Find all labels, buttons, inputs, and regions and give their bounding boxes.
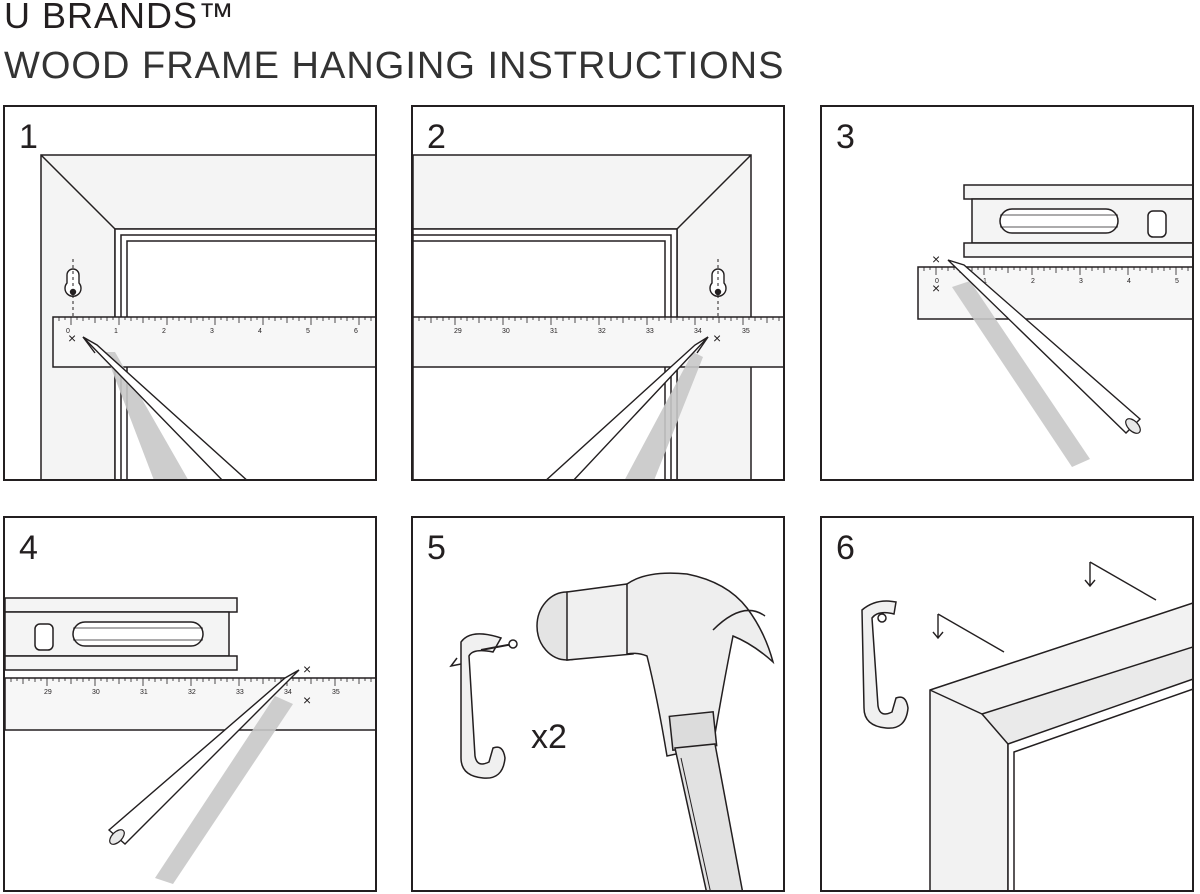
step-6-illustration [861,561,1192,890]
step-4-panel: 4 29 30 31 32 33 34 35 × × [3,516,377,892]
step-5-number: 5 [427,529,446,567]
ruler-icon: 29 30 31 32 33 34 35 × × [5,661,375,731]
ruler-tick-label: 4 [1127,278,1131,285]
hammer-icon [536,572,775,890]
hook-icon [449,633,518,779]
ruler-tick-label: 0 [935,278,939,285]
arrow-icon [932,561,1157,653]
ruler-tick-label: 3 [210,328,214,335]
ruler-tick-label: 6 [354,328,358,335]
step-6-panel: 6 [820,516,1194,892]
ruler-tick-label: 1 [114,328,118,335]
step-3-illustration: 0 1 2 3 4 5 × × [917,184,1192,467]
frame-icon [929,602,1192,890]
ruler-tick-label: 1 [983,278,987,285]
pencil-icon [107,669,300,884]
brand-name: U BRANDS™ [4,0,236,36]
quantity-label: x2 [531,718,567,756]
step-2-illustration: 29 30 31 32 33 34 35 × [413,154,783,479]
step-3-number: 3 [836,118,855,156]
ruler-tick-label: 34 [694,328,702,335]
step-2-number: 2 [427,118,446,156]
step-1-illustration: 0 1 2 3 4 5 6 × [40,154,375,479]
ruler-tick-label: 33 [236,689,244,696]
svg-text:×: × [932,251,940,267]
step-3-panel: 3 0 1 2 3 4 5 × × [820,105,1194,481]
ruler-tick-label: 33 [646,328,654,335]
keyhole-icon [64,259,82,317]
ruler-tick-label: 30 [502,328,510,335]
ruler-tick-label: 29 [454,328,462,335]
ruler-tick-label: 0 [66,328,70,335]
svg-text:×: × [932,280,940,296]
ruler-tick-label: 30 [92,689,100,696]
step-1-panel: 1 0 1 2 3 4 5 6 × [3,105,377,481]
hook-icon [861,600,909,729]
page-title: WOOD FRAME HANGING INSTRUCTIONS [4,45,785,87]
svg-text:×: × [68,330,76,346]
ruler-tick-label: 5 [306,328,310,335]
pencil-icon [947,259,1142,467]
svg-text:×: × [303,661,311,677]
step-4-number: 4 [19,529,38,567]
ruler-tick-label: 32 [598,328,606,335]
step-4-illustration: 29 30 31 32 33 34 35 × × [5,597,375,884]
ruler-tick-label: 4 [258,328,262,335]
pencil-icon [546,336,709,479]
ruler-icon: 29 30 31 32 33 34 35 × [413,316,783,368]
step-5-panel: 5 x2 [411,516,785,892]
ruler-tick-label: 34 [284,689,292,696]
ruler-tick-label: 31 [140,689,148,696]
ruler-icon: 0 1 2 3 4 5 6 × [52,316,375,368]
svg-text:×: × [713,330,721,346]
svg-text:×: × [303,692,311,708]
level-icon [963,184,1192,258]
ruler-tick-label: 2 [162,328,166,335]
ruler-tick-label: 32 [188,689,196,696]
ruler-tick-label: 31 [550,328,558,335]
ruler-tick-label: 2 [1031,278,1035,285]
step-2-panel: 2 29 30 31 32 33 34 35 × [411,105,785,481]
ruler-tick-label: 29 [44,689,52,696]
ruler-tick-label: 5 [1175,278,1179,285]
ruler-tick-label: 35 [332,689,340,696]
level-icon [5,597,238,671]
keyhole-icon [709,259,727,317]
step-5-illustration: x2 [449,572,775,890]
ruler-tick-label: 3 [1079,278,1083,285]
step-1-number: 1 [19,118,38,156]
step-6-number: 6 [836,529,855,567]
pencil-icon [82,336,247,479]
ruler-tick-label: 35 [742,328,750,335]
